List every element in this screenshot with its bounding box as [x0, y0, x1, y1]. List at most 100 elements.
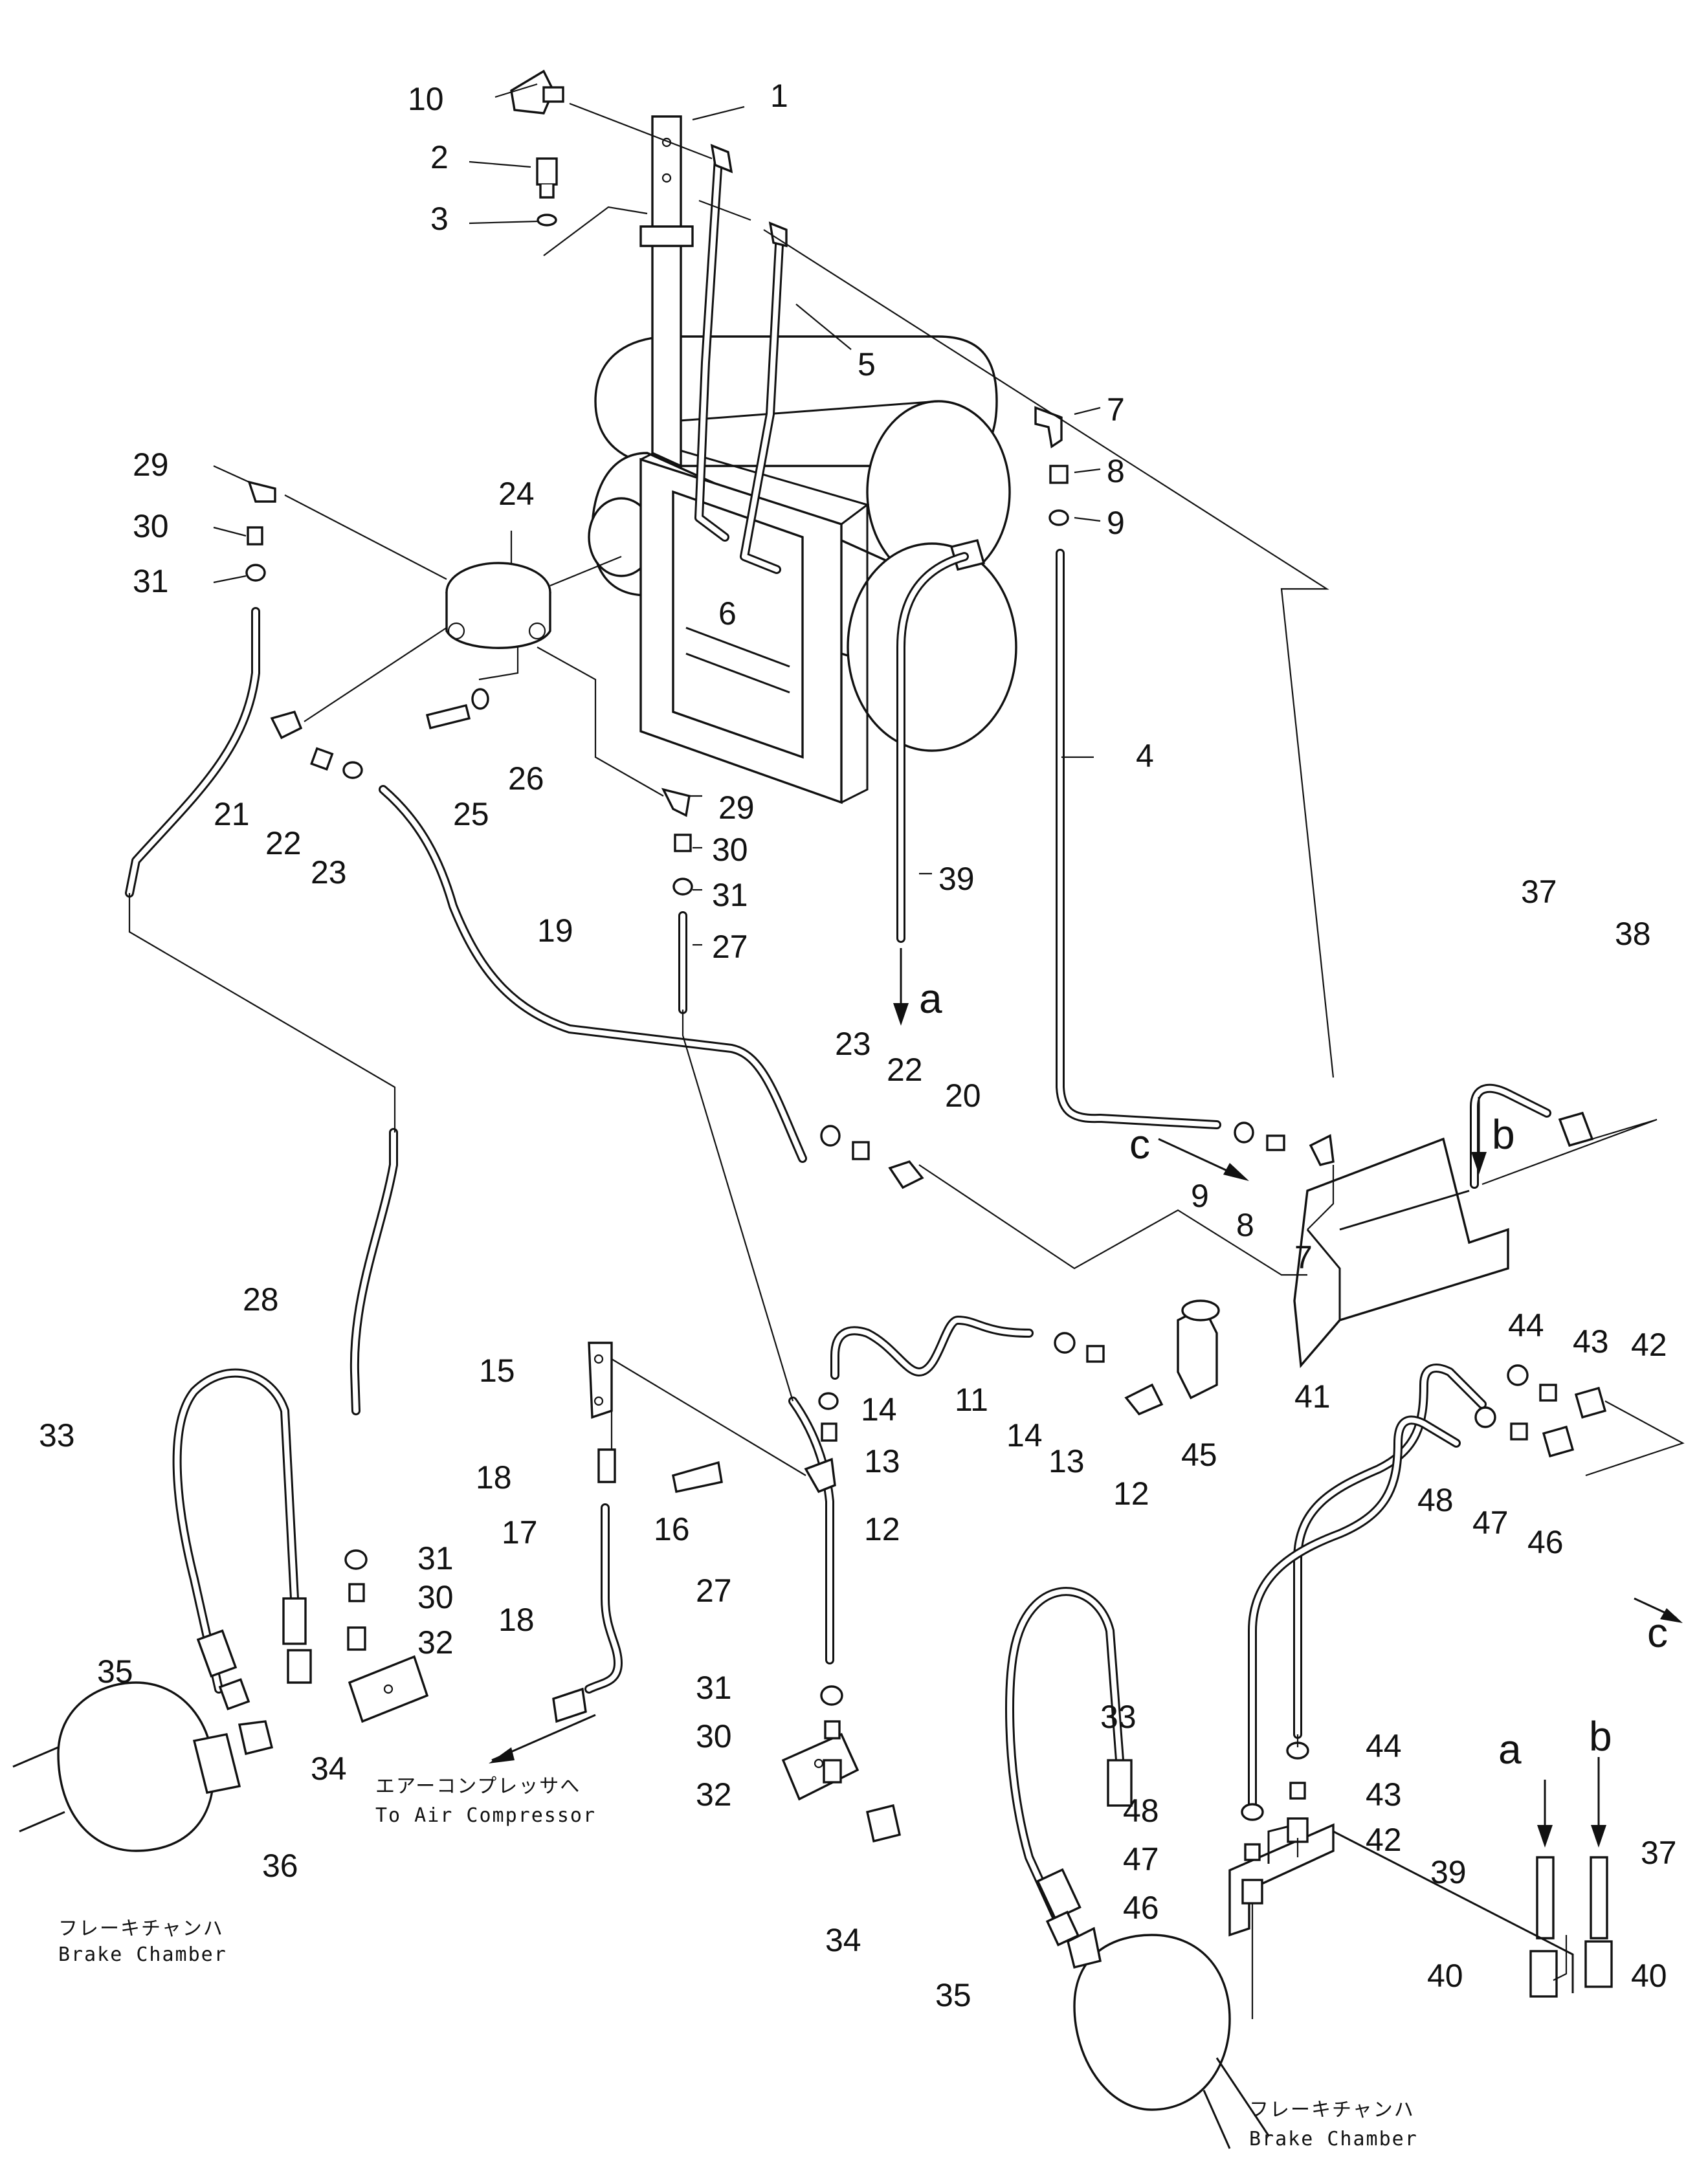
caption-air-compressor-en: To Air Compressor: [375, 1804, 596, 1827]
label-part-42: 42: [1366, 1822, 1402, 1858]
valve-24: [445, 562, 551, 649]
relay-valve-bracket: [1177, 1299, 1220, 1400]
label-part-16: 16: [654, 1511, 690, 1547]
caption-air-compressor-jp: エアーコンプレッサへ: [375, 1775, 581, 1798]
label-part-9: 9: [1107, 505, 1125, 541]
label-part-15: 15: [479, 1353, 515, 1389]
label-part-39: 39: [938, 861, 975, 897]
label-part-37: 37: [1641, 1835, 1677, 1871]
connection-letter-a: a: [1498, 1726, 1522, 1773]
label-part-48: 48: [1417, 1482, 1454, 1518]
air-tank-assembly: [588, 115, 1017, 804]
label-part-4: 4: [1136, 738, 1154, 774]
connection-letters: a b c c a b: [919, 975, 1668, 1773]
label-part-46: 46: [1123, 1890, 1159, 1926]
label-part-22: 22: [887, 1052, 923, 1088]
label-part-32: 32: [696, 1776, 732, 1813]
part-number-labels: 1 10 2 3 5 7 8 9 29 30 31 24 6 4 21 22 2…: [39, 78, 1677, 2013]
label-part-20: 20: [945, 1077, 981, 1114]
caption-brake-chamber-left-jp: フレーキチャンハ: [58, 1917, 224, 1940]
brake-hoses: [172, 1368, 1133, 1933]
label-part-38: 38: [1615, 916, 1651, 952]
caption-brake-chamber-left-en: Brake Chamber: [58, 1943, 227, 1966]
connection-letter-b: b: [1492, 1111, 1515, 1158]
label-part-17: 17: [502, 1514, 538, 1551]
label-part-14: 14: [861, 1391, 897, 1428]
label-part-31: 31: [696, 1670, 732, 1706]
label-part-34: 34: [825, 1922, 861, 1958]
label-part-40: 40: [1631, 1958, 1667, 1994]
label-part-37: 37: [1521, 874, 1557, 910]
connection-letter-b: b: [1589, 1713, 1612, 1760]
label-part-5: 5: [858, 346, 876, 382]
label-part-9: 9: [1191, 1178, 1209, 1214]
label-part-30: 30: [712, 832, 748, 868]
connection-letter-c: c: [1129, 1121, 1150, 1167]
mounting-bracket-c: [1293, 1137, 1509, 1369]
label-part-30: 30: [696, 1718, 732, 1754]
brake-chamber-left: [12, 1681, 241, 1852]
label-part-10: 10: [408, 81, 444, 117]
label-part-12: 12: [864, 1511, 900, 1547]
label-part-24: 24: [498, 476, 535, 512]
label-part-23: 23: [835, 1026, 871, 1062]
label-part-34: 34: [311, 1751, 347, 1787]
connection-letter-c: c: [1647, 1609, 1668, 1656]
label-part-27: 27: [696, 1573, 732, 1609]
label-part-28: 28: [243, 1281, 279, 1318]
connection-letter-a: a: [919, 975, 942, 1022]
label-part-41: 41: [1294, 1378, 1331, 1415]
label-part-47: 47: [1123, 1841, 1159, 1877]
label-part-18: 18: [476, 1459, 512, 1496]
label-part-26: 26: [508, 760, 544, 797]
label-part-13: 13: [864, 1443, 900, 1479]
label-part-8: 8: [1236, 1207, 1254, 1243]
label-part-44: 44: [1366, 1728, 1402, 1764]
label-part-7: 7: [1294, 1239, 1313, 1276]
label-part-18: 18: [498, 1602, 535, 1638]
label-part-35: 35: [97, 1653, 133, 1690]
label-part-12: 12: [1113, 1475, 1149, 1512]
label-part-45: 45: [1181, 1437, 1217, 1473]
label-part-21: 21: [214, 796, 250, 832]
label-part-27: 27: [712, 929, 748, 965]
label-part-42: 42: [1631, 1327, 1667, 1363]
junction-blocks: [348, 1655, 860, 1801]
label-part-33: 33: [39, 1417, 75, 1453]
label-part-44: 44: [1508, 1307, 1544, 1343]
label-part-7: 7: [1107, 392, 1125, 428]
caption-brake-chamber-right-en: Brake Chamber: [1249, 2128, 1418, 2150]
label-part-29: 29: [133, 447, 169, 483]
label-part-33: 33: [1100, 1699, 1137, 1735]
label-part-30: 30: [133, 508, 169, 544]
captions: エアーコンプレッサへ To Air Compressor フレーキチャンハ Br…: [58, 1775, 1418, 2150]
label-part-31: 31: [417, 1540, 454, 1576]
label-part-30: 30: [417, 1579, 454, 1615]
label-part-43: 43: [1366, 1776, 1402, 1813]
label-part-36: 36: [262, 1848, 298, 1884]
brake-chamber-right: [1067, 1927, 1270, 2149]
label-part-48: 48: [1123, 1793, 1159, 1829]
label-part-1: 1: [770, 78, 788, 114]
label-part-11: 11: [955, 1382, 988, 1418]
bracket-15: [588, 1342, 613, 1419]
label-part-14: 14: [1006, 1417, 1043, 1453]
label-part-46: 46: [1527, 1524, 1564, 1560]
label-part-40: 40: [1427, 1958, 1463, 1994]
label-part-6: 6: [718, 595, 737, 632]
label-part-43: 43: [1573, 1323, 1609, 1360]
label-part-35: 35: [935, 1977, 971, 2013]
label-part-47: 47: [1472, 1505, 1509, 1541]
label-part-8: 8: [1107, 453, 1125, 489]
label-part-29: 29: [718, 790, 755, 826]
label-part-2: 2: [430, 139, 449, 175]
caption-brake-chamber-right-jp: フレーキチャンハ: [1249, 2099, 1415, 2121]
label-part-39: 39: [1430, 1854, 1467, 1890]
label-part-32: 32: [417, 1624, 454, 1661]
label-part-23: 23: [311, 854, 347, 890]
label-part-31: 31: [712, 877, 748, 913]
tubing: [125, 154, 1608, 1939]
label-part-22: 22: [265, 825, 302, 861]
leader-lines: [128, 83, 1685, 2019]
